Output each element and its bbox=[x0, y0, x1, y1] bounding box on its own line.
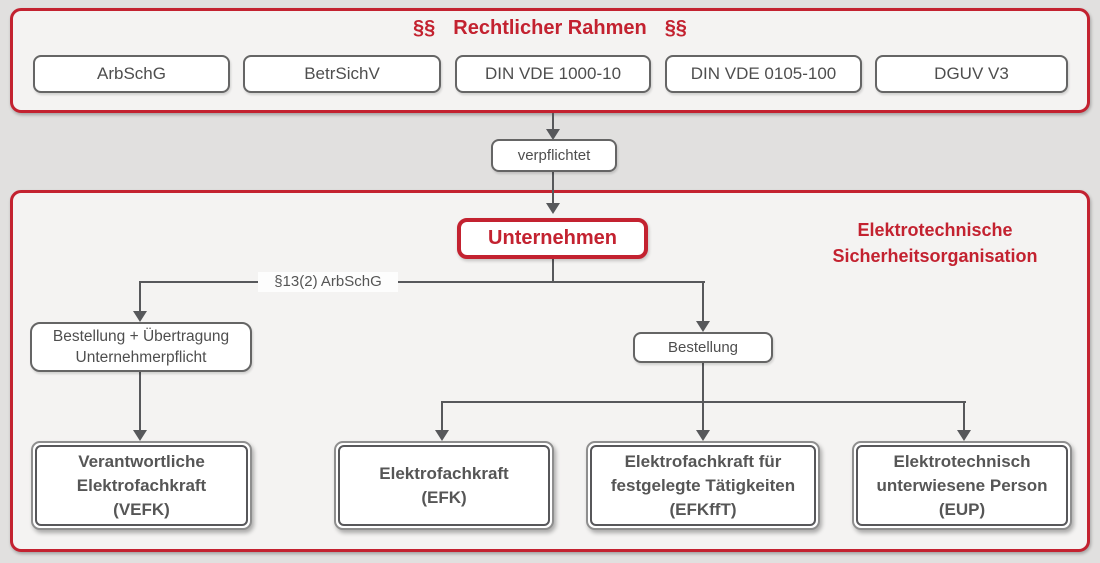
legal-box-betrsichv: BetrSichV bbox=[243, 55, 441, 93]
arrowhead-down bbox=[435, 430, 449, 441]
arrowhead-down bbox=[696, 321, 710, 332]
role-efk-line1: Elektrofachkraft bbox=[379, 463, 509, 483]
legal-box-arbschg: ArbSchG bbox=[33, 55, 230, 93]
connector-obligation-to-company-line bbox=[552, 172, 554, 204]
connector-left-branch-line bbox=[139, 281, 141, 312]
arrowhead-down bbox=[957, 430, 971, 441]
org-section-title-line1: Elektrotechnische bbox=[857, 220, 1013, 240]
arrowhead-down bbox=[546, 203, 560, 214]
connector-to-eup-line bbox=[963, 401, 965, 431]
role-box-efk: Elektrofachkraft (EFK) bbox=[334, 441, 554, 530]
role-vefk-line3: (VEFK) bbox=[113, 499, 170, 519]
connector-legal-to-obligation-line bbox=[552, 113, 554, 130]
role-eup-line1: Elektrotechnisch bbox=[893, 451, 1031, 471]
arrowhead-down bbox=[546, 129, 560, 140]
paragraph-symbol-left: §§ bbox=[413, 17, 436, 39]
connector-company-stem-line bbox=[552, 259, 554, 283]
role-vefk-line1: Verantwortliche bbox=[78, 451, 205, 471]
role-box-eup: Elektrotechnisch unterwiesene Person (EU… bbox=[852, 441, 1072, 530]
role-vefk-line2: Elektrofachkraft bbox=[76, 475, 207, 495]
org-section-title-line2: Sicherheitsorganisation bbox=[832, 246, 1038, 266]
connector-bestellung-stem-line bbox=[702, 363, 704, 402]
org-section-title: Elektrotechnische Sicherheitsorganisatio… bbox=[795, 217, 1075, 269]
role-efkfft-line1: Elektrofachkraft für bbox=[624, 451, 782, 471]
connector-branch-line-upper bbox=[139, 281, 705, 283]
arrowhead-down bbox=[133, 430, 147, 441]
role-efkfft-line3: (EFKffT) bbox=[669, 499, 737, 519]
connector-right-branch-line bbox=[702, 281, 704, 322]
connector-branch-line-lower bbox=[442, 401, 966, 403]
legal-frame-title: §§ Rechtlicher Rahmen §§ bbox=[0, 17, 1100, 40]
node-verpflichtet: verpflichtet bbox=[491, 139, 617, 172]
role-box-efkfft: Elektrofachkraft für festgelegte Tätigke… bbox=[586, 441, 820, 530]
paragraph-symbol-right: §§ bbox=[664, 17, 687, 39]
node-bestellung-uebertragung: Bestellung + Übertragung Unternehmerpfli… bbox=[30, 322, 252, 372]
role-efk-line2: (EFK) bbox=[421, 487, 467, 507]
role-efkfft-line2: festgelegte Tätigkeiten bbox=[610, 475, 796, 495]
node-unternehmen: Unternehmen bbox=[457, 218, 648, 259]
appointment-transfer-line2: Unternehmerpflicht bbox=[75, 349, 207, 366]
legal-box-din-vde-0105-100: DIN VDE 0105-100 bbox=[665, 55, 862, 93]
legal-box-din-vde-1000-10: DIN VDE 1000-10 bbox=[455, 55, 651, 93]
connector-to-efk-line bbox=[441, 401, 443, 431]
arrowhead-down bbox=[133, 311, 147, 322]
arrowhead-down bbox=[696, 430, 710, 441]
label-law-reference: §13(2) ArbSchG bbox=[258, 272, 398, 292]
appointment-transfer-line1: Bestellung + Übertragung bbox=[52, 328, 230, 345]
legal-frame-title-text: Rechtlicher Rahmen bbox=[453, 17, 647, 39]
role-eup-line2: unterwiesene Person bbox=[876, 475, 1048, 495]
connector-appointment-to-vefk-line bbox=[139, 372, 141, 431]
node-bestellung: Bestellung bbox=[633, 332, 773, 363]
role-box-vefk: Verantwortliche Elektrofachkraft (VEFK) bbox=[31, 441, 252, 530]
legal-box-dguv-v3: DGUV V3 bbox=[875, 55, 1068, 93]
connector-to-efkfft-line bbox=[702, 401, 704, 431]
role-eup-line3: (EUP) bbox=[938, 499, 986, 519]
